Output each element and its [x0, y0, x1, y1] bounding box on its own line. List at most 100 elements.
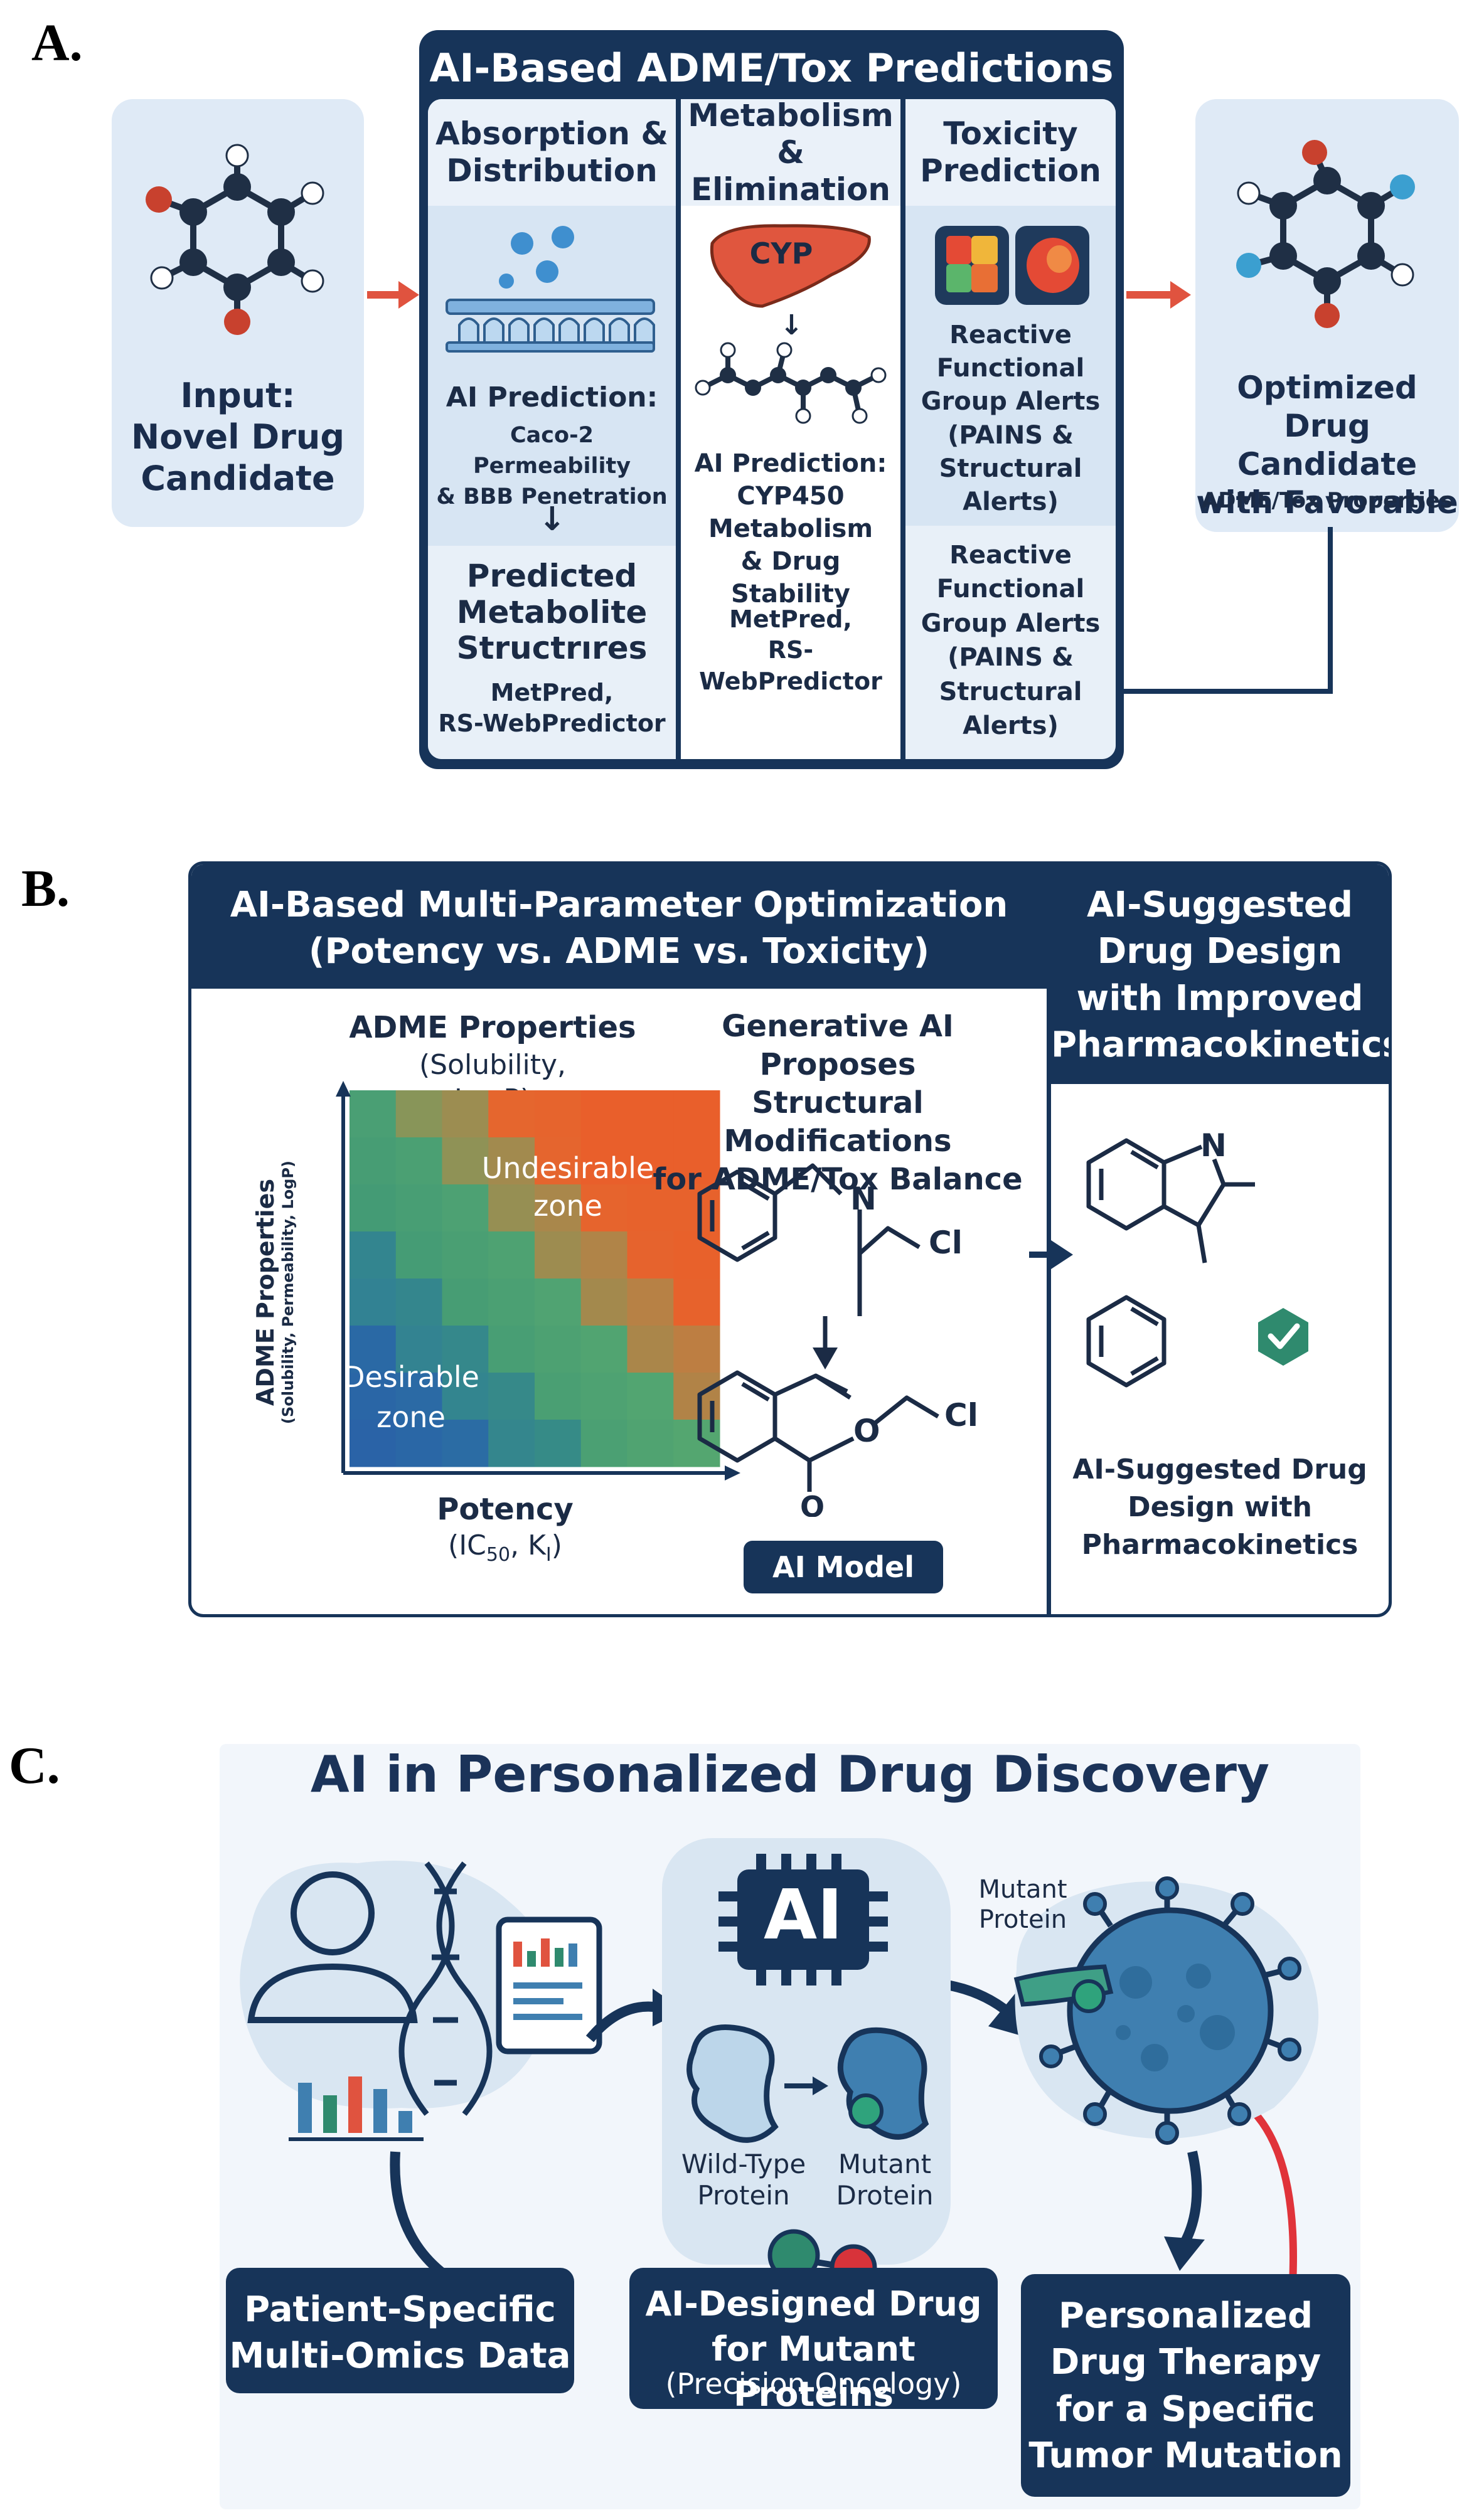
metabolite-tools: MetPred, RS-WebPredictor: [438, 679, 666, 738]
mutant-protein-label: Mutant Protein: [978, 1875, 1067, 1934]
heatmap-cell: [580, 1279, 627, 1326]
membrane-icon: [446, 226, 655, 353]
heatmap-cell: [395, 1279, 442, 1326]
plot-title-sub: (Solubility, LogP): [419, 1049, 566, 1115]
x-axis-subtitle: (IC50, KI): [380, 1529, 631, 1566]
right-atom-n-label: N: [1200, 1127, 1227, 1164]
heatmap-cell: [580, 1231, 627, 1279]
heatmap-cell: [535, 1279, 582, 1326]
absorption-ai-prediction: AI Prediction:: [446, 381, 658, 413]
heatmap-cell: [350, 1231, 397, 1279]
plot-title: ADME Properties: [349, 1010, 636, 1045]
absorption-prediction-detail: Caco-2 Permeability & BBB Penetration: [436, 423, 668, 509]
undesirable-zone-label: Undesirable zone: [481, 1151, 654, 1223]
checkmark-icon: [1268, 1323, 1300, 1349]
column-metabolism: Metabolism & Elimination CYP ↓ AI Predic…: [681, 99, 900, 759]
personalized-therapy-box: Personalized Drug Therapy for a Specific…: [1021, 2274, 1350, 2497]
precision-oncology-label: (Precision Oncology): [665, 2367, 962, 2401]
heatmap-cell: [350, 1373, 397, 1420]
input-molecule-icon: [146, 144, 324, 335]
arrow-main-to-output: [1126, 281, 1191, 309]
heatmap-cell: [580, 1326, 627, 1373]
heatmap-cell: [442, 1137, 489, 1185]
heatmap-cell: [673, 1137, 720, 1185]
input-box: Input: Novel Drug Candidate: [112, 99, 364, 527]
metabolism-tools: MetPred, RS-WebPredictor: [699, 605, 882, 695]
heatmap-cell: [442, 1373, 489, 1420]
generative-ai-text: Generative AI Proposes Structural Modifi…: [653, 1009, 1023, 1197]
column-toxicity-header: Toxicity Prediction: [905, 99, 1116, 206]
heatmap-cell: [673, 1231, 720, 1279]
optimization-title-bar: AI-Based Multi-Parameter Optimization (P…: [191, 864, 1047, 989]
heatmap-cell: [673, 1279, 720, 1326]
cyp-label: CYP: [750, 237, 813, 270]
arrow-input-to-main: [367, 281, 419, 309]
optimization-frame: AI-Based Multi-Parameter Optimization (P…: [188, 861, 1392, 1617]
absorption-down-arrow-icon: ↓: [538, 501, 566, 538]
output-connector-line: [1117, 527, 1333, 694]
suggested-molecule-icon: N: [1086, 1127, 1308, 1388]
structural-modification-diagram: N Cl O Cl O: [697, 1163, 978, 1517]
panel-b-letter: B.: [21, 859, 70, 918]
panel-a-letter: A.: [31, 14, 83, 72]
heatmap-cell: [488, 1373, 535, 1420]
ai-chip-label: AI: [764, 1874, 843, 1955]
report-icon: [496, 1917, 602, 2055]
atom-cl-bottom-label: Cl: [944, 1397, 978, 1433]
patient-omics-illustration: [240, 1861, 602, 2141]
heatmap-cell: [395, 1420, 442, 1467]
protein-comparison-icon: [686, 2024, 929, 2143]
desirable-zone-label: Desirable zone: [343, 1360, 479, 1435]
toxicity-alert-2: Reactive Functional Group Alerts (PAINS …: [921, 541, 1101, 740]
heatmap-cell: [442, 1326, 489, 1373]
metabolite-section: Predicted Metabolite Structrıres MetPred…: [428, 546, 676, 759]
bar-chart-icon: [289, 2076, 424, 2141]
toxicity-alert-1: Reactive Functional Group Alerts (PAINS …: [921, 321, 1101, 516]
heatmap-cell: [627, 1090, 674, 1138]
heatmap-cell: [535, 1420, 582, 1467]
heatmap-cell: [442, 1090, 489, 1138]
heatmap-cell: [488, 1137, 535, 1185]
panel-c-letter: C.: [9, 1736, 60, 1795]
heatmap-cell: [627, 1231, 674, 1279]
heatmap-cell: [488, 1231, 535, 1279]
heatmap-cell: [673, 1326, 720, 1373]
suggested-title: AI-Suggested Drug Design with Improved P…: [1051, 885, 1392, 1066]
x-axis-sub-i: I: [545, 1543, 552, 1566]
check-hexagon-icon: [1258, 1308, 1308, 1366]
heatmap-cell: [535, 1373, 582, 1420]
heatmap-cells: [350, 1090, 720, 1467]
heatmap-cell: [395, 1137, 442, 1185]
personalized-therapy-label: Personalized Drug Therapy for a Specific…: [1028, 2295, 1343, 2477]
heatmap-cell: [535, 1326, 582, 1373]
atom-o-bottom-label: O: [800, 1490, 825, 1517]
heatmap-cell: [627, 1184, 674, 1232]
predicted-metabolite-label: Predicted Metabolite Structrıres: [456, 558, 648, 666]
column-absorption-header: Absorption & Distribution: [428, 99, 676, 206]
x-axis-sub-k: , K: [510, 1529, 546, 1561]
heatmap-cell: [580, 1137, 627, 1185]
heatmap-cell: [488, 1326, 535, 1373]
heatmap-cell: [488, 1279, 535, 1326]
heatmap-cell: [350, 1279, 397, 1326]
heatmap-cell: [442, 1420, 489, 1467]
output-box: Optimized Drug Candidate with Favorable …: [1195, 99, 1459, 532]
metabolism-down-arrow-icon: ↓: [780, 309, 803, 341]
heatmap-cell: [627, 1279, 674, 1326]
heatmap-cell: [395, 1326, 442, 1373]
heatmap-cell: [580, 1090, 627, 1138]
heatmap-cell: [350, 1090, 397, 1138]
heatmap-cell: [627, 1420, 674, 1467]
heatmap-cell: [350, 1184, 397, 1232]
heatmap-cell: [627, 1137, 674, 1185]
heatmap-cell: [673, 1090, 720, 1138]
heatmap-cell: [350, 1326, 397, 1373]
heatmap-cell: [488, 1090, 535, 1138]
heatmap-cell: [442, 1184, 489, 1232]
heatmap-cell: [442, 1279, 489, 1326]
heatmap-cell: [535, 1090, 582, 1138]
y-axis-label: ADME Properties (Solubility, Permeabilit…: [252, 1135, 297, 1449]
metabolite-molecule-icon: [695, 342, 887, 424]
multi-omics-box: Patient-Specific Multi-Omics Data: [226, 2268, 574, 2393]
suggested-title-bar: AI-Suggested Drug Design with Improved P…: [1051, 864, 1389, 1084]
